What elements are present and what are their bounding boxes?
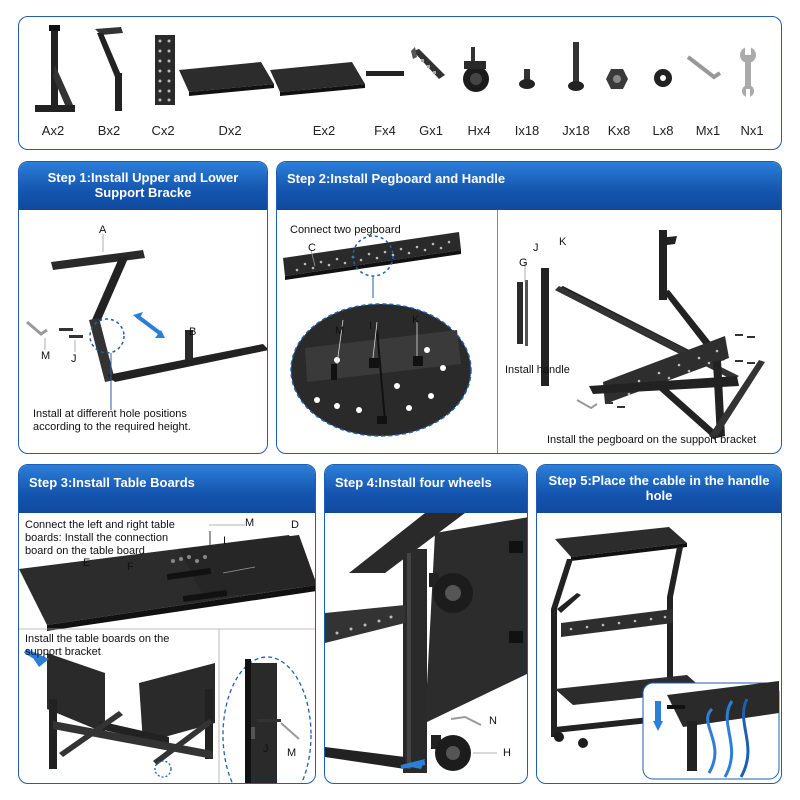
step1-header: Step 1:Install Upper and Lower Support B… [19,162,267,210]
part-k-image [606,69,628,89]
step2-label-k2: K [559,236,567,248]
step3-install-note: Install the table boards on the support … [25,633,215,659]
step1-label-b: B [189,326,197,338]
step3-label-l: L [245,757,252,769]
step4-label-n: N [489,715,497,727]
step5-title-line1: Step 5:Place the cable in the handle [548,473,770,488]
step2-title: Step 2:Install Pegboard and Handle [287,171,506,186]
step3-title: Step 3:Install Table Boards [29,475,195,490]
step4-header: Step 4:Install four wheels [325,465,527,513]
part-label: Fx4 [374,123,396,138]
step3-install-line2: support bracket [25,646,101,658]
part-j-image [568,42,584,91]
step5-cart-diagram [551,527,780,780]
step2-divider [497,210,498,453]
step3-install-line1: Install the table boards on the [25,633,170,645]
step5-header: Step 5:Place the cable in the handle hol… [537,465,781,513]
step3-header: Step 3:Install Table Boards [19,465,315,513]
part-f-image [366,71,404,76]
part-e-image [270,62,365,96]
step2-frame-diagram [517,230,765,440]
part-m-image [686,55,722,80]
step2-header: Step 2:Install Pegboard and Handle [277,162,781,210]
step1-note-line2: according to the required height. [33,421,191,433]
step3-label-m2: M [287,747,297,759]
step1-label-a: A [99,224,107,236]
step4-wheels-diagram [325,513,527,773]
step2-label-i: I [369,320,373,332]
step2-handle-note: Install handle [505,364,570,376]
step1-title-line2: Support Bracke [94,185,192,200]
step2-panel: Step 2:Install Pegboard and Handle Conne… [276,161,782,454]
step3-connect-note: Connect the left and right table boards:… [25,519,205,558]
step3-label-d: D [291,519,299,531]
step2-label-g: G [519,257,528,269]
part-label: Bx2 [97,123,121,138]
step3-connect-line3: board on the table board [25,545,145,557]
step5-panel: Step 5:Place the cable in the handle hol… [536,464,782,784]
part-i-image [519,69,535,89]
part-label: Dx2 [218,123,242,138]
part-label: Ix18 [514,123,540,138]
part-b-image [95,27,123,111]
part-label: Cx2 [151,123,175,138]
part-l-image [654,69,672,87]
step1-label-j: J [71,353,77,365]
step2-label-m: M [335,325,345,337]
step3-label-e: E [83,557,91,569]
parts-list-panel: Ax2 Bx2 Cx2 Dx2 Ex2 Fx4 Gx1 Hx4 Ix18 Jx1… [18,16,782,150]
part-a-image [35,25,75,112]
part-label: Jx18 [562,123,590,138]
part-label: Hx4 [467,123,491,138]
part-c-image [155,35,175,105]
step2-label-k: K [412,314,420,326]
step3-connect-line1: Connect the left and right table [25,519,175,531]
step2-pegboard-note: Install the pegboard on the support brac… [547,434,757,446]
step3-boards-diagram [19,524,315,783]
step1-label-m: M [41,350,51,362]
part-label: Ex2 [312,123,336,138]
step1-panel: Step 1:Install Upper and Lower Support B… [18,161,268,454]
part-h-image [463,47,489,92]
step1-note-line1: Install at different hole positions [33,408,187,420]
step2-pegboard-diagram [283,232,472,437]
part-label: Ax2 [41,123,65,138]
step1-note: Install at different hole positions acco… [33,408,263,434]
step4-title: Step 4:Install four wheels [335,475,492,490]
step3-label-i: I [223,535,227,547]
part-d-image [179,62,274,96]
part-g-image [411,47,445,79]
step5-title-line2: hole [645,488,673,503]
step4-label-h: H [503,747,511,759]
step2-label-c: C [308,242,316,254]
part-n-image [740,47,756,97]
step3-label-f: F [127,561,134,573]
step1-title-line1: Step 1:Install Upper and Lower [47,170,239,185]
step1-bracket-diagram [26,234,267,410]
step3-label-j: J [263,743,269,755]
part-label: Nx1 [740,123,764,138]
step3-label-m: M [245,517,255,529]
part-label: Kx8 [607,123,631,138]
step3-panel: Step 3:Install Table Boards Connect the … [18,464,316,784]
step2-label-j: J [533,242,539,254]
step3-connect-line2: boards: Install the connection [25,532,169,544]
part-label: Gx1 [419,123,443,138]
part-label: Mx1 [695,123,721,138]
part-label: Lx8 [652,123,674,138]
step2-connect-note: Connect two pegboard [290,224,401,236]
step4-panel: Step 4:Install four wheels N H [324,464,528,784]
